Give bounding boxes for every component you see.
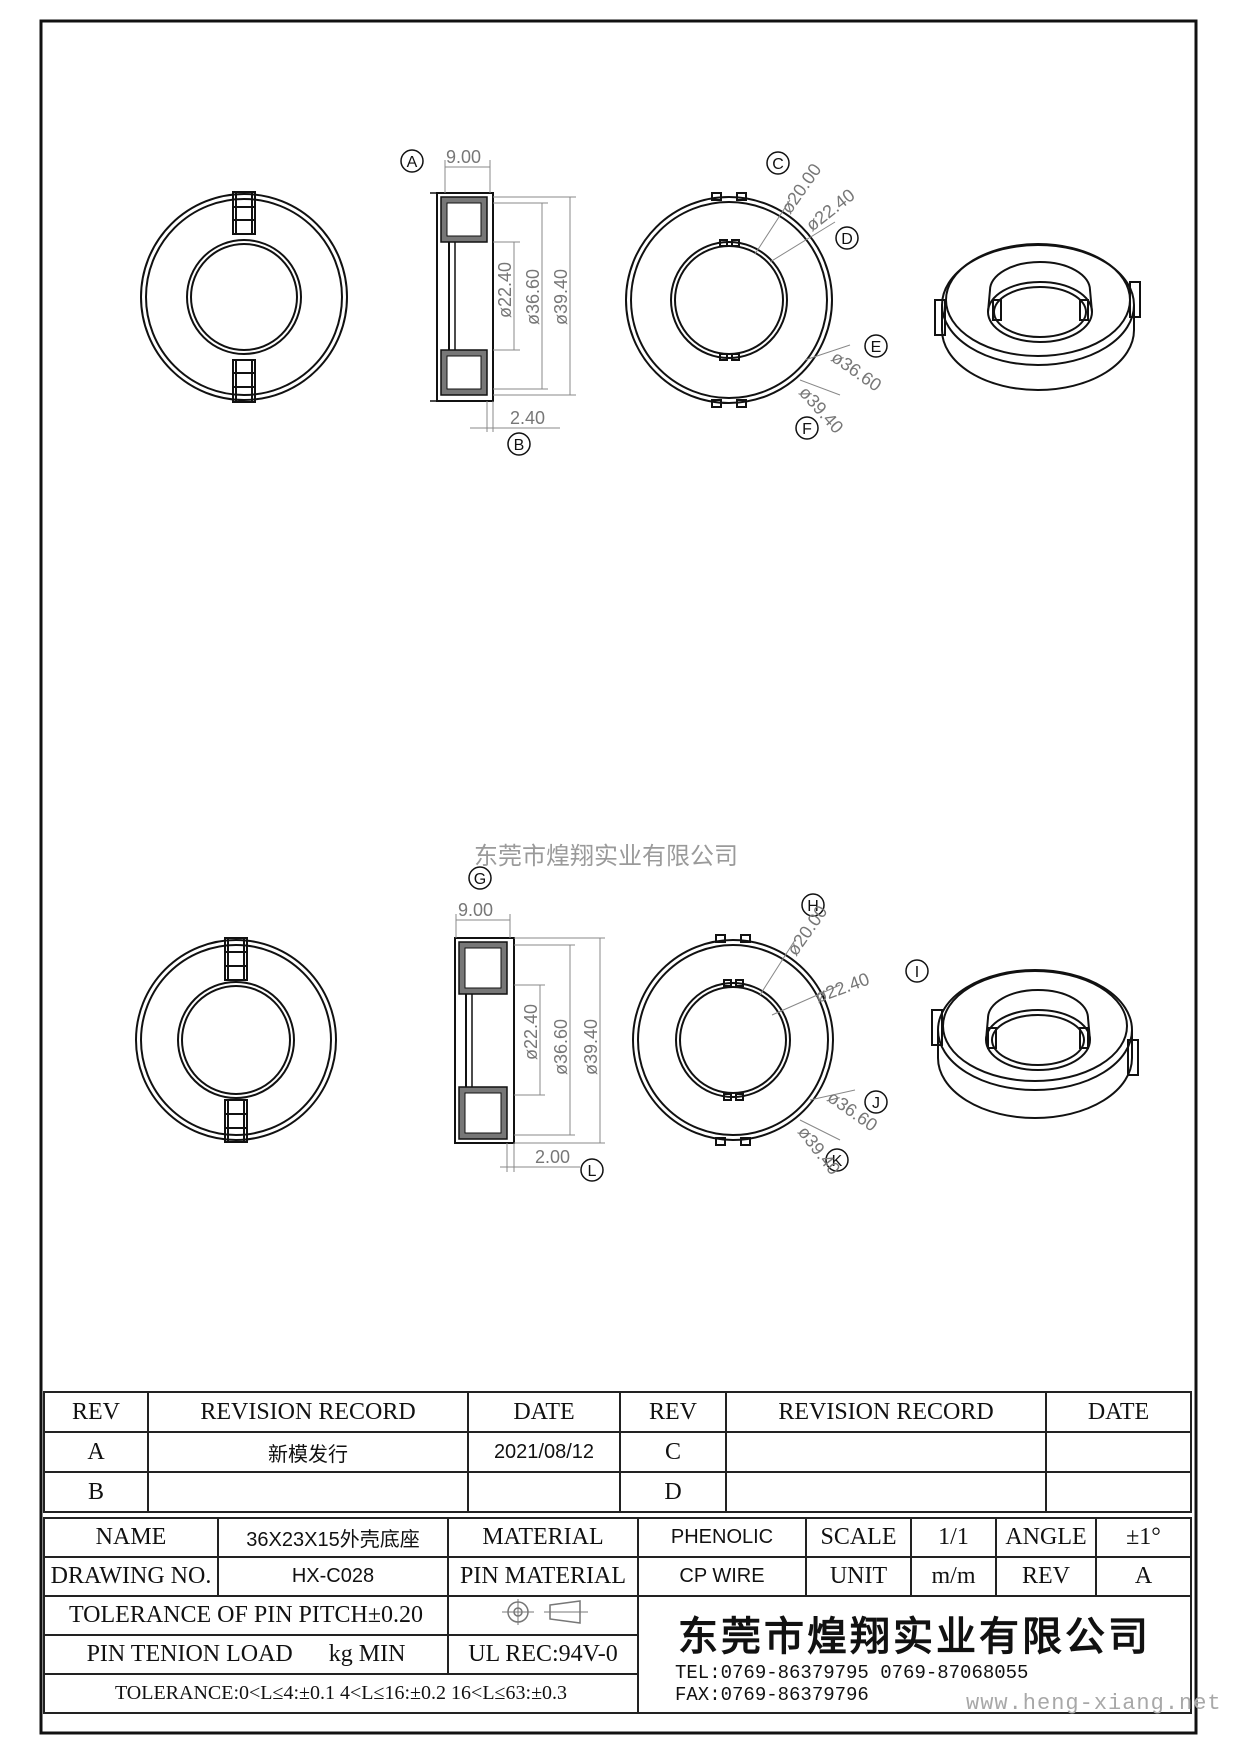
callout-j: J — [872, 1095, 880, 1112]
callout-a: A — [407, 154, 418, 171]
title-block: NAME 36X23X15外壳底座 MATERIAL PHENOLIC SCAL… — [43, 1517, 1192, 1714]
top-ring-leaders — [754, 199, 851, 396]
title-row-4: PIN TENION LOAD kg MIN UL REC:94V-0 — [43, 1634, 1191, 1675]
ul-rec: UL REC:94V-0 — [447, 1634, 639, 1675]
callout-i: I — [915, 964, 919, 981]
url-watermark: www.heng-xiang.net — [966, 1691, 1222, 1716]
revision-record-cell — [725, 1471, 1047, 1513]
top-isometric-view — [934, 243, 1141, 391]
callout-h: H — [807, 898, 819, 915]
angle-value: ±1° — [1095, 1517, 1192, 1558]
callout-e: E — [871, 339, 882, 356]
projection-symbol — [447, 1595, 639, 1636]
rev-label: REV — [995, 1556, 1097, 1597]
drawing-no-value: HX-C028 — [217, 1556, 449, 1597]
dim-bottom-ring-d2: ø22.40 — [813, 969, 873, 1007]
dim-top-d3: ø39.40 — [551, 269, 571, 325]
callout-k: K — [832, 1153, 843, 1170]
company-name: 东莞市煌翔实业有限公司 — [678, 1612, 1151, 1660]
scale-label: SCALE — [805, 1517, 912, 1558]
material-label: MATERIAL — [447, 1517, 639, 1558]
rev-cell: B — [43, 1471, 149, 1513]
title-row-2: DRAWING NO. HX-C028 PIN MATERIAL CP WIRE… — [43, 1556, 1192, 1597]
revision-record-header: REVISION RECORD — [147, 1391, 469, 1433]
dim-bottom-d3: ø39.40 — [581, 1019, 601, 1075]
pin-material-value: CP WIRE — [637, 1556, 807, 1597]
rev-cell: A — [43, 1431, 149, 1473]
table-row: A 新模发行 2021/08/12 C — [43, 1431, 1192, 1473]
pin-tension-unit: kg MIN — [328, 1641, 406, 1667]
rev-value: A — [1095, 1556, 1192, 1597]
rev-header: REV — [43, 1391, 149, 1433]
dim-bottom-ring-d4: ø39.40 — [794, 1122, 844, 1178]
drawing-no-label: DRAWING NO. — [43, 1556, 219, 1597]
dim-bottom-width: 9.00 — [458, 900, 493, 920]
projection-icon — [502, 1599, 588, 1625]
dim-top-d1: ø22.40 — [495, 262, 515, 318]
title-row-1: NAME 36X23X15外壳底座 MATERIAL PHENOLIC SCAL… — [43, 1517, 1192, 1558]
pin-tension-cell: PIN TENION LOAD kg MIN — [43, 1634, 449, 1675]
callout-circles — [400, 149, 929, 1182]
callout-f: F — [802, 421, 812, 438]
top-front-view — [140, 191, 348, 403]
pin-tension-label: PIN TENION LOAD — [86, 1641, 293, 1667]
pin-material-label: PIN MATERIAL — [447, 1556, 639, 1597]
company-tel: TEL:0769-86379795 0769-87068055 — [675, 1661, 1029, 1684]
revision-record-cell: 新模发行 — [147, 1431, 469, 1473]
date-cell — [1045, 1471, 1192, 1513]
dim-bottom-d1: ø22.40 — [521, 1004, 541, 1060]
dim-top-bottom: 2.40 — [510, 408, 545, 428]
table-row: B D — [43, 1471, 1192, 1513]
material-value: PHENOLIC — [637, 1517, 807, 1558]
pin-pitch-tolerance: TOLERANCE OF PIN PITCH±0.20 — [43, 1595, 449, 1636]
angle-label: ANGLE — [995, 1517, 1097, 1558]
date-header-2: DATE — [1045, 1391, 1192, 1433]
name-value: 36X23X15外壳底座 — [217, 1517, 449, 1558]
dim-top-d2: ø36.60 — [523, 269, 543, 325]
company-block: 东莞市煌翔实业有限公司 TEL:0769-86379795 0769-87068… — [637, 1595, 1192, 1714]
rev-cell: D — [619, 1471, 727, 1513]
name-label: NAME — [43, 1517, 219, 1558]
unit-label: UNIT — [805, 1556, 912, 1597]
revision-header-row: REV REVISION RECORD DATE REV REVISION RE… — [43, 1391, 1192, 1433]
callout-l: L — [588, 1163, 597, 1180]
bottom-ring-leaders — [759, 939, 856, 1141]
callout-c: C — [772, 156, 784, 173]
bottom-front-view — [135, 937, 337, 1143]
drawing-border — [39, 19, 1198, 1735]
rev-header-2: REV — [619, 1391, 727, 1433]
title-row-5: TOLERANCE:0<L≤4:±0.1 4<L≤16:±0.2 16<L≤63… — [43, 1673, 1191, 1714]
callout-b: B — [514, 437, 525, 454]
revision-record-header-2: REVISION RECORD — [725, 1391, 1047, 1433]
revision-table: REV REVISION RECORD DATE REV REVISION RE… — [43, 1391, 1192, 1513]
dim-bottom-d2: ø36.60 — [551, 1019, 571, 1075]
callout-g: G — [474, 871, 486, 888]
bottom-dimensioned-ring — [632, 934, 834, 1146]
unit-value: m/m — [910, 1556, 997, 1597]
revision-record-cell — [725, 1431, 1047, 1473]
date-cell — [467, 1471, 621, 1513]
bottom-side-view — [454, 914, 605, 1172]
rev-cell: C — [619, 1431, 727, 1473]
callout-d: D — [841, 231, 853, 248]
dim-bottom-bottom: 2.00 — [535, 1147, 570, 1167]
date-cell: 2021/08/12 — [467, 1431, 621, 1473]
company-fax: FAX:0769-86379796 — [675, 1683, 869, 1706]
title-row-3: TOLERANCE OF PIN PITCH±0.20 东莞市煌翔实业有限公司 … — [43, 1595, 1192, 1714]
revision-record-cell — [147, 1471, 469, 1513]
general-tolerance: TOLERANCE:0<L≤4:±0.1 4<L≤16:±0.2 16<L≤63… — [43, 1673, 639, 1714]
bottom-isometric-view — [931, 969, 1139, 1119]
date-header: DATE — [467, 1391, 621, 1433]
dim-top-width: 9.00 — [446, 147, 481, 167]
top-dimensioned-ring — [625, 192, 833, 408]
company-watermark: 东莞市煌翔实业有限公司 — [474, 842, 738, 870]
top-side-view — [430, 160, 576, 432]
scale-value: 1/1 — [910, 1517, 997, 1558]
date-cell — [1045, 1431, 1192, 1473]
